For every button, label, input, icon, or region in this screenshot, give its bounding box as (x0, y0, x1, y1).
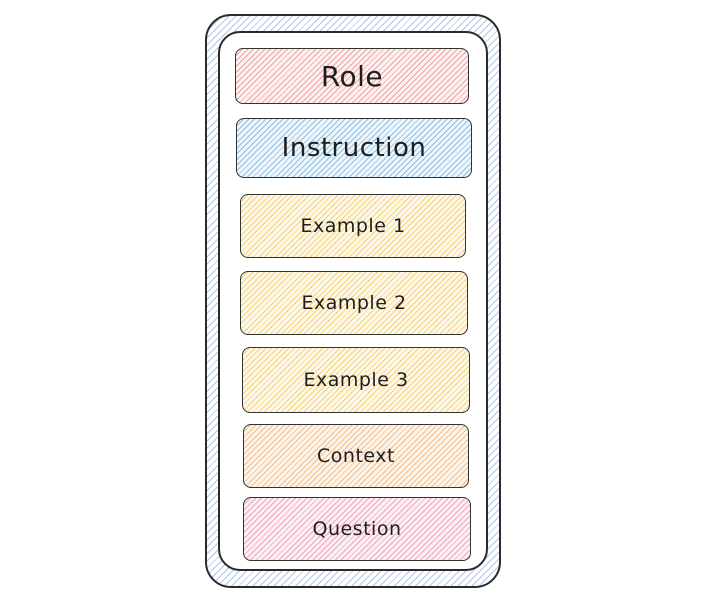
example-2-label: Example 2 (301, 292, 407, 314)
role-block: Role (235, 48, 469, 104)
instruction-block: Instruction (236, 118, 472, 178)
question-block: Question (243, 497, 471, 561)
context-label: Context (317, 445, 395, 467)
example-3-label: Example 3 (303, 369, 409, 391)
example-3-block: Example 3 (242, 347, 470, 413)
role-label: Role (320, 59, 384, 93)
instruction-label: Instruction (281, 133, 427, 163)
context-block: Context (243, 424, 469, 488)
example-1-label: Example 1 (300, 215, 406, 237)
question-label: Question (312, 518, 402, 540)
example-2-block: Example 2 (240, 271, 468, 335)
example-1-block: Example 1 (240, 194, 466, 258)
